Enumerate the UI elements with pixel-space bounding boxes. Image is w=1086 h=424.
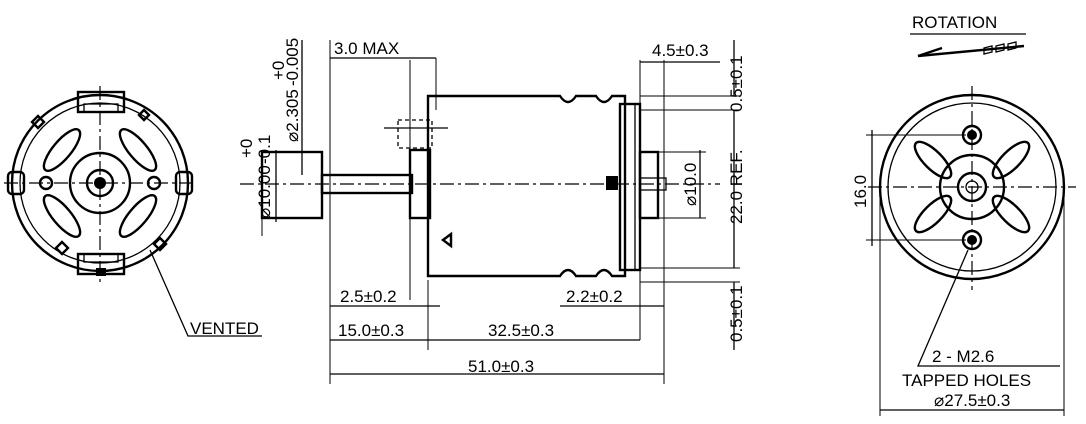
front-boss-length-label: 2.5±0.2	[340, 287, 397, 306]
rear-length-label: 4.5±0.3	[652, 41, 709, 60]
body-length-label: 32.5±0.3	[488, 321, 554, 340]
tapped-holes-label: TAPPED HOLES	[902, 371, 1031, 390]
shaft-length-max-label: 3.0 MAX	[334, 39, 399, 58]
boss-dia-tol-bottom: -0.1	[255, 135, 274, 164]
vented-label: VENTED	[190, 319, 259, 338]
body-height-label: 22.0 REF.	[727, 149, 746, 224]
end-view-vented	[4, 86, 262, 337]
hole-spacing-label: 16.0	[851, 175, 870, 208]
tapped-holes-count-label: 2 - M2.6	[932, 347, 994, 366]
boss-dia-tol-top: +0	[237, 139, 256, 158]
rotation-label: ROTATION	[912, 13, 997, 32]
total-length-label: 51.0±0.3	[468, 357, 534, 376]
boss-dia-label: ⌀10.00	[255, 165, 274, 218]
rear-end-view	[866, 86, 1076, 416]
rear-gap-top-label: 0.5±0.1	[727, 55, 746, 112]
face-diameter-label: ⌀27.5±0.3	[934, 391, 1010, 410]
shaft-dia-tol-bottom: -0.005	[283, 38, 302, 86]
shaft-length-label: 15.0±0.3	[338, 321, 404, 340]
rear-face-length-label: 2.2±0.2	[566, 287, 623, 306]
rear-gap-bottom-label: 0.5±0.1	[727, 285, 746, 342]
rear-boss-dia-label: ⌀10.0	[681, 163, 700, 206]
side-view	[240, 40, 740, 384]
shaft-dia-tol-top: +0	[269, 61, 288, 80]
rotation-arrow-icon	[917, 41, 1025, 58]
shaft-dia-label: ⌀2.305	[283, 89, 302, 142]
